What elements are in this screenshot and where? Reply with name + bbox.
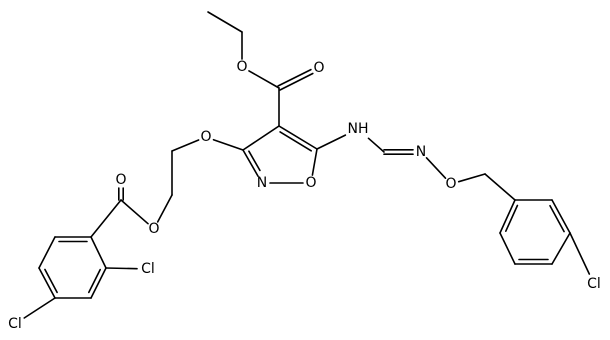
atom-o-ether: O — [200, 129, 211, 145]
bond-lines — [23, 11, 591, 319]
bond-c4-c3 — [242, 125, 280, 151]
atom-labels: O O O O O N O NH N O Cl Cl Cl — [8, 59, 601, 332]
bond-b2-b3-inner — [549, 204, 565, 233]
bond-a4-clP — [23, 297, 56, 319]
bond-c5-c4 — [278, 125, 318, 150]
atom-o-ester-carbonyl: O — [313, 60, 324, 76]
atom-n-ring: N — [257, 175, 267, 191]
bond-cEs-oCo-a — [279, 72, 314, 91]
bond-b3-b4 — [551, 232, 571, 265]
bond-c5-c4-inner — [279, 131, 313, 152]
atom-cl-ortho: Cl — [141, 261, 155, 277]
bond-a3-a4-inner — [44, 268, 58, 294]
bond-b6-b1 — [499, 199, 516, 234]
atom-o-ester-link: O — [236, 59, 247, 75]
bond-nIm-oOx — [425, 157, 447, 179]
bond-b3-clB — [569, 232, 591, 275]
bond-c3-n2-inner — [248, 150, 261, 172]
bond-ch2-oBl — [156, 194, 173, 223]
bond-o1-c5 — [311, 148, 318, 176]
bond-e1-e2 — [207, 11, 243, 33]
atom-o-oxime: O — [445, 176, 456, 192]
atom-cl-para: Cl — [8, 316, 22, 332]
bond-c5-nh — [316, 134, 347, 150]
atom-n-imine: N — [416, 144, 426, 160]
atom-cl-benzyl: Cl — [587, 276, 601, 292]
atom-o-ring: O — [305, 175, 316, 191]
bond-cEs-oCo-b — [277, 68, 312, 87]
bond-nh-cIm — [367, 137, 385, 153]
bond-c3-n2 — [242, 149, 259, 177]
bond-a6-a1 — [90, 236, 107, 269]
bond-oEs-cEs — [248, 70, 280, 89]
bond-cBz-a1 — [90, 199, 122, 238]
bond-c3-oEt — [212, 138, 244, 151]
bond-oEt-ch1 — [171, 139, 200, 152]
bond-b2-b3 — [551, 199, 571, 234]
bond-a5-a6 — [90, 267, 107, 299]
bond-a6-clO — [105, 267, 138, 270]
atom-o-benzoate-carbonyl: O — [115, 172, 126, 188]
bond-a2-a3 — [38, 236, 56, 269]
bond-b5-b6 — [499, 232, 516, 265]
bond-oBl-cBz — [120, 199, 149, 225]
bond-ch3-b1 — [484, 173, 516, 201]
bond-a3-a4 — [38, 267, 56, 299]
bond-a5-a6-inner — [88, 268, 101, 294]
bond-b6-b1-inner — [504, 204, 519, 232]
atom-nh: NH — [348, 121, 369, 137]
bond-oOx-ch3 — [457, 173, 486, 183]
atom-o-benzoate-link: O — [148, 221, 159, 237]
